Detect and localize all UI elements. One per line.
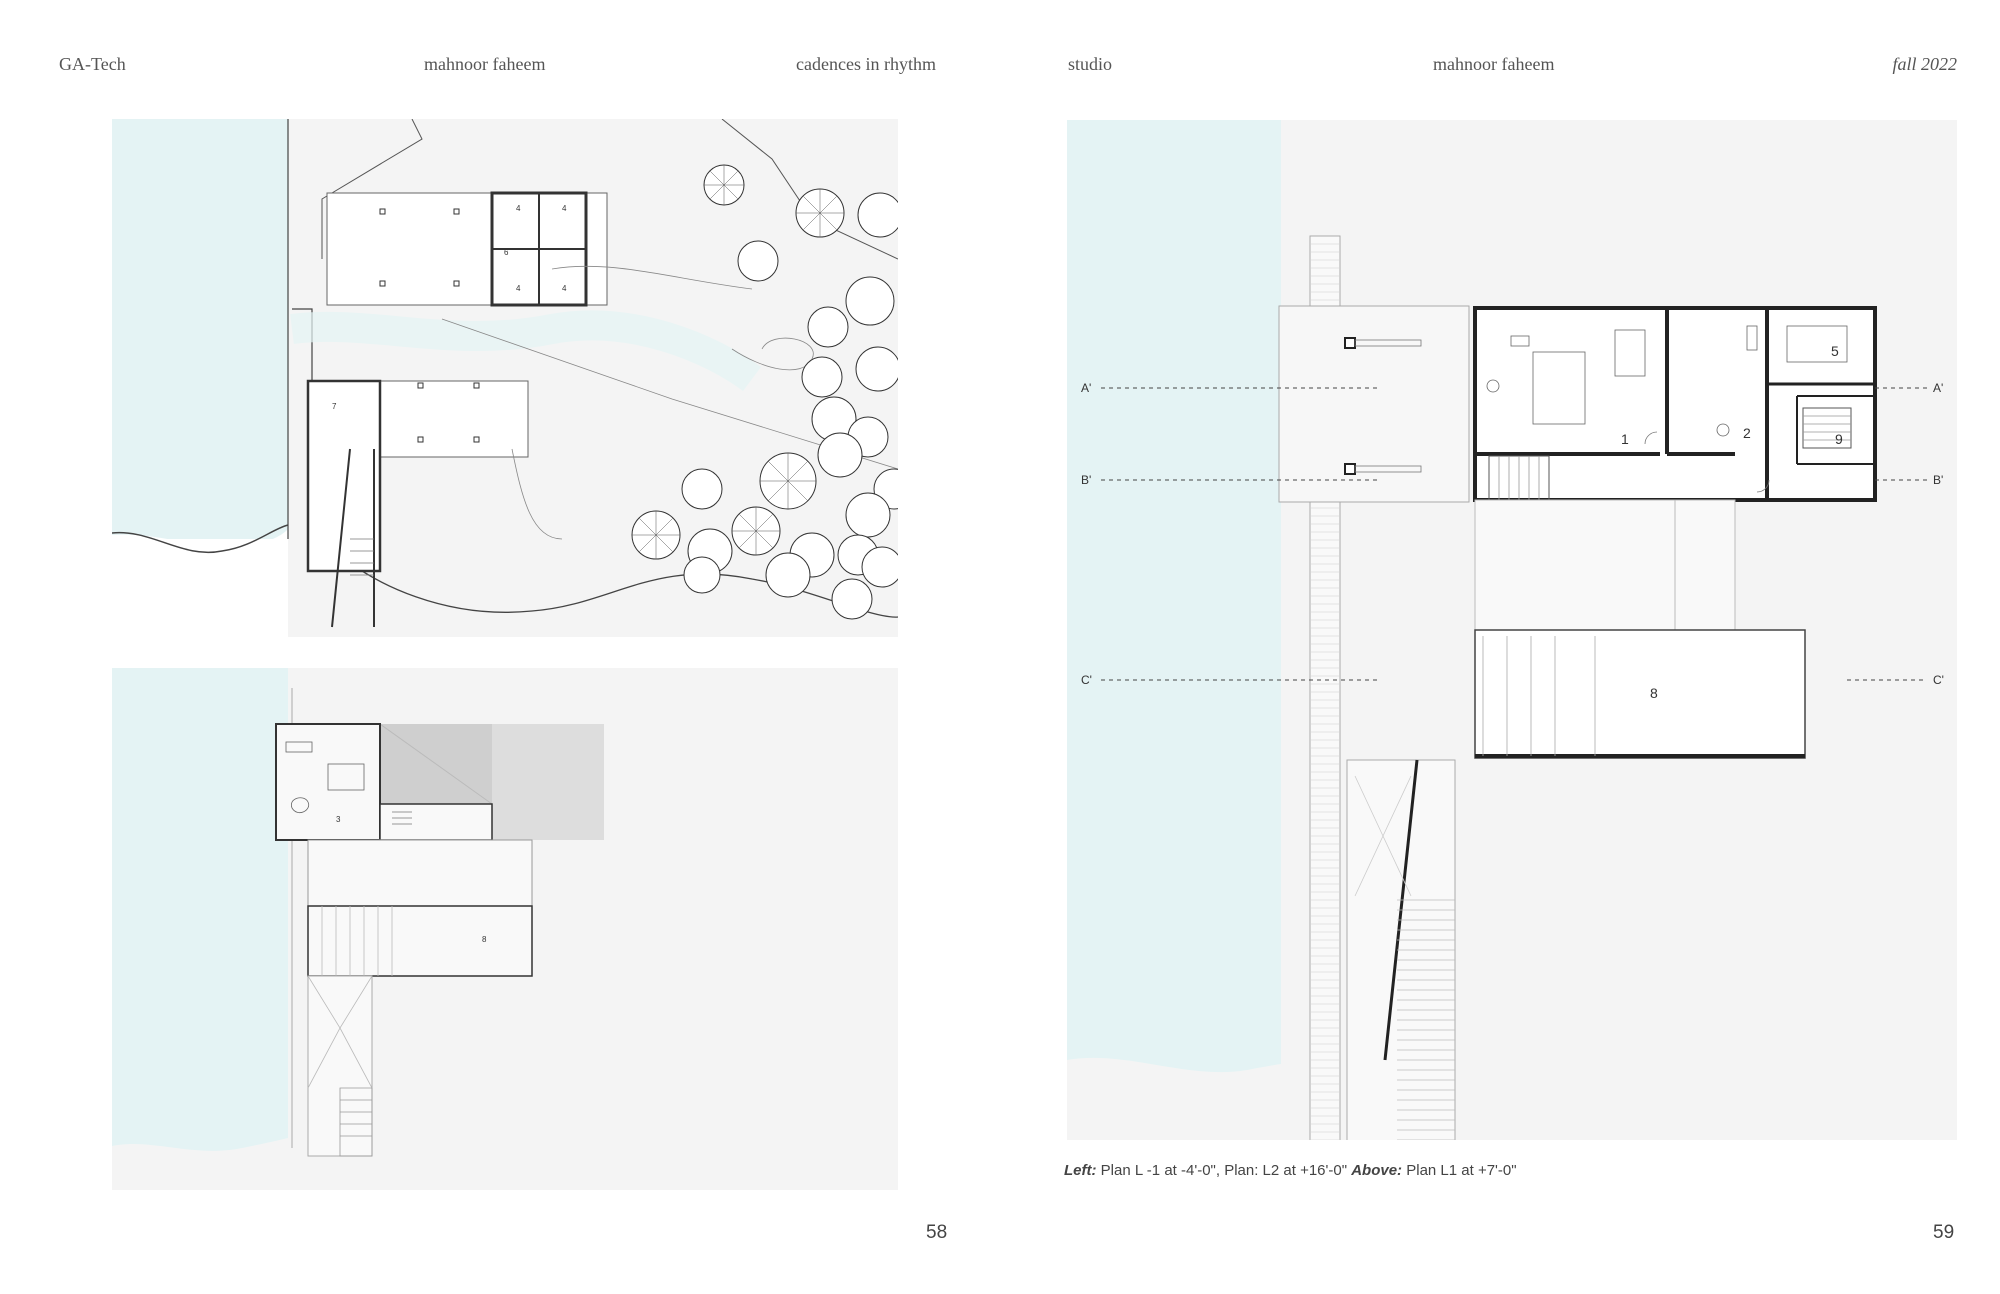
section-mark-a-right: A' [1933,381,1943,395]
room-label-6: 6 [504,248,509,257]
header-author-right: mahnoor faheem [1433,54,1555,74]
site-plan-drawing: 4 4 6 4 4 7 [112,119,898,637]
header-course: studio [1068,54,1113,74]
page-number-left: 58 [926,1222,948,1243]
room-label-4c: 4 [516,284,521,293]
page-number-right: 59 [1933,1222,1955,1243]
room-label-4b: 4 [562,204,567,213]
caption-left-label: Left: [1064,1162,1097,1179]
section-mark-c-right: C' [1933,673,1944,687]
room-label-8: 8 [1650,685,1658,701]
room-label-2: 2 [1743,425,1751,441]
room-label-4d: 4 [562,284,567,293]
room-label-3: 3 [336,815,341,824]
section-mark-a-left: A' [1081,381,1091,395]
header-project: cadences in rhythm [796,54,936,74]
room-label-8-small: 8 [482,935,487,944]
caption-above-text: Plan L1 at +7'-0" [1402,1162,1517,1179]
header-term: fall 2022 [1892,54,1957,74]
room-label-4a: 4 [516,204,521,213]
section-mark-b-right: B' [1933,473,1943,487]
plan-caption: Left: Plan L -1 at -4'-0", Plan: L2 at +… [1064,1162,1517,1179]
upper-plan-drawing: 3 8 [112,668,604,1190]
section-mark-c-left: C' [1081,673,1092,687]
main-plan-panel: A' B' C' A' B' C' 1 2 5 9 8 [1067,120,1957,1140]
room-label-5: 5 [1831,343,1839,359]
room-label-7: 7 [332,402,337,411]
header-school: GA-Tech [59,54,126,74]
main-plan-drawing: A' B' C' A' B' C' 1 2 5 9 8 [1067,120,1944,1140]
room-label-9: 9 [1835,431,1843,447]
room-label-1: 1 [1621,431,1629,447]
header-author-left: mahnoor faheem [424,54,546,74]
section-mark-b-left: B' [1081,473,1091,487]
upper-plan-panel: 3 8 [112,668,898,1190]
caption-left-text: Plan L -1 at -4'-0", Plan: L2 at +16'-0" [1096,1162,1352,1179]
caption-above-label: Above: [1351,1162,1403,1179]
site-plan-panel: 4 4 6 4 4 7 [112,119,898,637]
